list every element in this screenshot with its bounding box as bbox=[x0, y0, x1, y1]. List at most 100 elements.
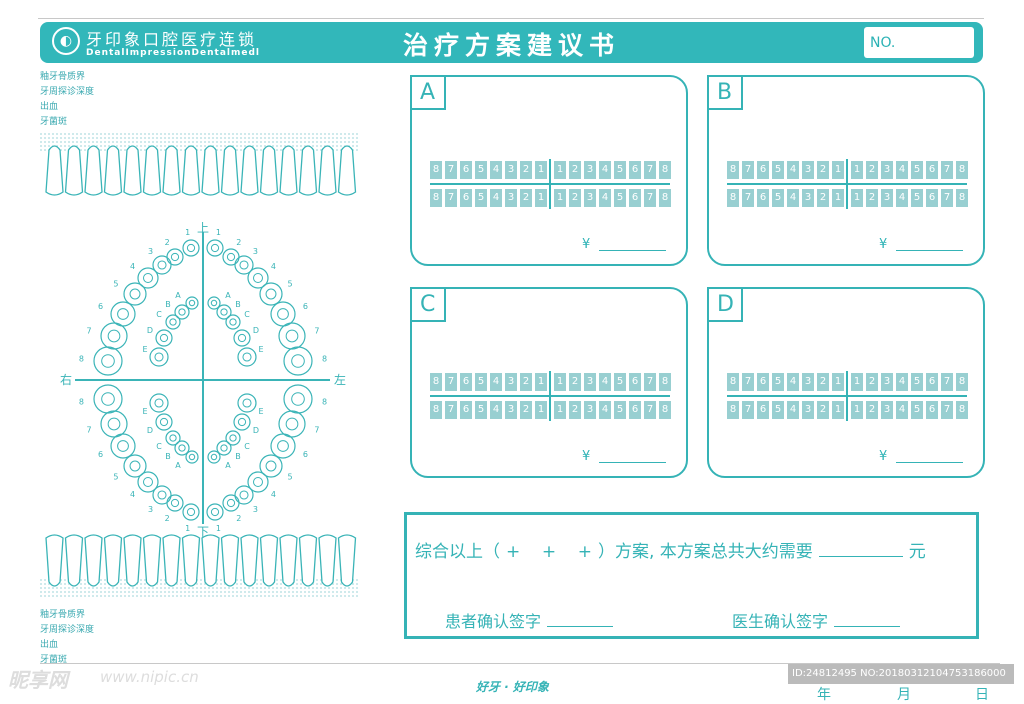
tooth-cell[interactable]: 2 bbox=[520, 401, 532, 419]
tooth-cell[interactable]: 1 bbox=[554, 161, 566, 179]
tooth-cell[interactable]: 6 bbox=[460, 189, 472, 207]
tooth-cell[interactable]: 1 bbox=[535, 189, 547, 207]
tooth-cell[interactable]: 3 bbox=[584, 189, 596, 207]
tooth-cell[interactable]: 2 bbox=[520, 161, 532, 179]
tooth-cell[interactable]: 7 bbox=[644, 189, 656, 207]
tooth-cell[interactable]: 4 bbox=[490, 161, 502, 179]
tooth-cell[interactable]: 2 bbox=[569, 401, 581, 419]
tooth-cell[interactable]: 5 bbox=[772, 373, 784, 391]
tooth-cell[interactable]: 5 bbox=[772, 161, 784, 179]
tooth-cell[interactable]: 7 bbox=[742, 373, 754, 391]
tooth-cell[interactable]: 4 bbox=[490, 189, 502, 207]
doctor-sign-field[interactable] bbox=[834, 609, 901, 627]
tooth-cell[interactable]: 7 bbox=[742, 161, 754, 179]
tooth-cell[interactable]: 1 bbox=[535, 161, 547, 179]
tooth-cell[interactable]: 7 bbox=[644, 373, 656, 391]
tooth-cell[interactable]: 7 bbox=[445, 161, 457, 179]
tooth-cell[interactable]: 8 bbox=[727, 161, 739, 179]
tooth-cell[interactable]: 2 bbox=[817, 401, 829, 419]
tooth-cell[interactable]: 6 bbox=[757, 161, 769, 179]
tooth-cell[interactable]: 4 bbox=[599, 161, 611, 179]
tooth-cell[interactable]: 5 bbox=[475, 189, 487, 207]
tooth-cell[interactable]: 7 bbox=[742, 189, 754, 207]
tooth-cell[interactable]: 7 bbox=[445, 401, 457, 419]
tooth-cell[interactable]: 1 bbox=[554, 401, 566, 419]
tooth-cell[interactable]: 3 bbox=[881, 401, 893, 419]
tooth-cell[interactable]: 6 bbox=[629, 161, 641, 179]
tooth-cell[interactable]: 1 bbox=[832, 161, 844, 179]
tooth-cell[interactable]: 3 bbox=[584, 401, 596, 419]
price-field[interactable] bbox=[896, 462, 963, 463]
tooth-cell[interactable]: 1 bbox=[832, 189, 844, 207]
tooth-cell[interactable]: 2 bbox=[817, 373, 829, 391]
patient-sign-field[interactable] bbox=[547, 609, 614, 627]
tooth-cell[interactable]: 3 bbox=[505, 401, 517, 419]
tooth-cell[interactable]: 2 bbox=[569, 373, 581, 391]
tooth-cell[interactable]: 7 bbox=[941, 401, 953, 419]
tooth-cell[interactable]: 8 bbox=[659, 373, 671, 391]
tooth-cell[interactable]: 4 bbox=[787, 373, 799, 391]
tooth-cell[interactable]: 6 bbox=[629, 401, 641, 419]
tooth-cell[interactable]: 3 bbox=[802, 401, 814, 419]
tooth-cell[interactable]: 4 bbox=[490, 401, 502, 419]
tooth-cell[interactable]: 5 bbox=[911, 373, 923, 391]
tooth-cell[interactable]: 6 bbox=[926, 189, 938, 207]
tooth-cell[interactable]: 4 bbox=[599, 189, 611, 207]
tooth-cell[interactable]: 8 bbox=[430, 373, 442, 391]
tooth-cell[interactable]: 8 bbox=[727, 189, 739, 207]
tooth-cell[interactable]: 8 bbox=[659, 189, 671, 207]
tooth-cell[interactable]: 6 bbox=[926, 401, 938, 419]
tooth-cell[interactable]: 1 bbox=[851, 401, 863, 419]
tooth-cell[interactable]: 2 bbox=[569, 161, 581, 179]
tooth-cell[interactable]: 5 bbox=[475, 161, 487, 179]
tooth-cell[interactable]: 3 bbox=[505, 373, 517, 391]
tooth-cell[interactable]: 7 bbox=[941, 373, 953, 391]
tooth-cell[interactable]: 3 bbox=[584, 161, 596, 179]
tooth-cell[interactable]: 8 bbox=[659, 161, 671, 179]
tooth-cell[interactable]: 1 bbox=[851, 161, 863, 179]
tooth-cell[interactable]: 2 bbox=[520, 189, 532, 207]
tooth-cell[interactable]: 3 bbox=[881, 189, 893, 207]
tooth-cell[interactable]: 1 bbox=[851, 189, 863, 207]
tooth-cell[interactable]: 3 bbox=[802, 161, 814, 179]
tooth-cell[interactable]: 8 bbox=[956, 401, 968, 419]
tooth-cell[interactable]: 7 bbox=[742, 401, 754, 419]
tooth-cell[interactable]: 5 bbox=[911, 161, 923, 179]
tooth-cell[interactable]: 1 bbox=[832, 373, 844, 391]
tooth-cell[interactable]: 2 bbox=[569, 189, 581, 207]
tooth-cell[interactable]: 3 bbox=[802, 373, 814, 391]
tooth-cell[interactable]: 5 bbox=[614, 401, 626, 419]
tooth-cell[interactable]: 2 bbox=[520, 373, 532, 391]
tooth-cell[interactable]: 7 bbox=[941, 189, 953, 207]
price-field[interactable] bbox=[599, 462, 666, 463]
tooth-cell[interactable]: 6 bbox=[460, 373, 472, 391]
tooth-cell[interactable]: 7 bbox=[445, 189, 457, 207]
tooth-cell[interactable]: 5 bbox=[911, 401, 923, 419]
tooth-cell[interactable]: 2 bbox=[866, 189, 878, 207]
tooth-cell[interactable]: 6 bbox=[926, 373, 938, 391]
tooth-cell[interactable]: 3 bbox=[802, 189, 814, 207]
total-amount-field[interactable] bbox=[818, 539, 903, 557]
tooth-cell[interactable]: 2 bbox=[866, 373, 878, 391]
tooth-cell[interactable]: 3 bbox=[881, 161, 893, 179]
tooth-cell[interactable]: 4 bbox=[896, 401, 908, 419]
tooth-cell[interactable]: 4 bbox=[787, 189, 799, 207]
tooth-cell[interactable]: 3 bbox=[584, 373, 596, 391]
price-field[interactable] bbox=[599, 250, 666, 251]
tooth-cell[interactable]: 6 bbox=[757, 401, 769, 419]
tooth-cell[interactable]: 2 bbox=[866, 161, 878, 179]
tooth-cell[interactable]: 7 bbox=[644, 401, 656, 419]
tooth-cell[interactable]: 2 bbox=[866, 401, 878, 419]
tooth-cell[interactable]: 5 bbox=[614, 189, 626, 207]
tooth-cell[interactable]: 5 bbox=[475, 373, 487, 391]
tooth-cell[interactable]: 8 bbox=[430, 189, 442, 207]
tooth-cell[interactable]: 4 bbox=[599, 373, 611, 391]
tooth-cell[interactable]: 5 bbox=[614, 373, 626, 391]
tooth-cell[interactable]: 8 bbox=[430, 401, 442, 419]
tooth-cell[interactable]: 7 bbox=[941, 161, 953, 179]
number-field[interactable]: NO. bbox=[864, 27, 974, 58]
tooth-cell[interactable]: 5 bbox=[911, 189, 923, 207]
tooth-cell[interactable]: 4 bbox=[490, 373, 502, 391]
tooth-cell[interactable]: 1 bbox=[832, 401, 844, 419]
tooth-cell[interactable]: 6 bbox=[926, 161, 938, 179]
